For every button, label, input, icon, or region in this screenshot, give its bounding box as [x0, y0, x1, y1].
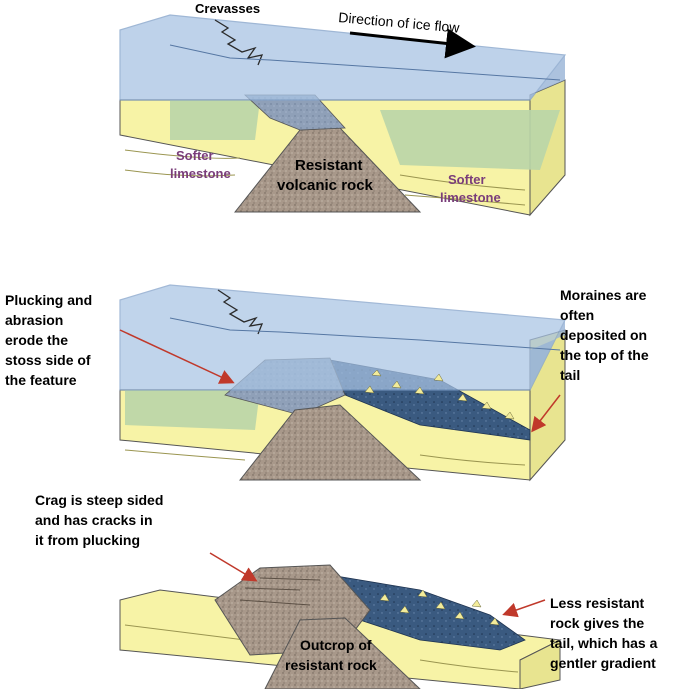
- ice-top: [119, 14, 567, 101]
- outcrop-line-1: Outcrop of: [300, 637, 372, 653]
- panel-1-block: [119, 14, 567, 217]
- crevasses-label: Crevasses: [195, 1, 260, 16]
- tail-panel-3: [329, 574, 526, 651]
- crag-label: Crag is steep sided and has cracks in it…: [35, 492, 163, 548]
- ice-flow-label: Direction of ice flow: [338, 9, 461, 36]
- panel-3-block: [119, 564, 562, 689]
- right-softer-line2: limestone: [440, 190, 501, 205]
- crag-line-3: it from plucking: [35, 532, 140, 548]
- plucking-label: Plucking and abrasion erode the stoss si…: [5, 292, 92, 388]
- plucking-arrow: [119, 329, 235, 384]
- less-resistant-line-3: tail, which has a: [550, 635, 658, 651]
- less-resistant-arrow: [502, 599, 546, 618]
- crag-line-2: and has cracks in: [35, 512, 153, 528]
- less-resistant-line-2: rock gives the: [550, 615, 644, 631]
- moraines-arrow: [531, 394, 561, 433]
- crevasse-zigzag: [214, 19, 264, 66]
- crag-line-1: Crag is steep sided: [35, 492, 163, 508]
- resistant-label-line2: volcanic rock: [277, 177, 374, 194]
- plucking-line-5: the feature: [5, 372, 77, 388]
- moraines-line-3: deposited on: [560, 327, 647, 343]
- plucking-line-2: abrasion: [5, 312, 63, 328]
- moraines-line-2: often: [560, 307, 594, 323]
- ice-flow-arrow: [349, 28, 476, 59]
- moraines-line-1: Moraines are: [560, 287, 647, 303]
- less-resistant-line-4: gentler gradient: [550, 655, 656, 671]
- plucking-line-1: Plucking and: [5, 292, 92, 308]
- crevasse-zigzag-2: [217, 289, 264, 335]
- outcrop: [264, 617, 421, 689]
- moraines-line-4: the top of the: [560, 347, 649, 363]
- moraines-line-5: tail: [560, 367, 580, 383]
- plucking-line-4: stoss side of: [5, 352, 91, 368]
- plucking-line-3: erode the: [5, 332, 68, 348]
- resistant-label-line1: Resistant: [295, 157, 363, 174]
- moraines-label: Moraines are often deposited on the top …: [560, 287, 649, 383]
- less-resistant-label: Less resistant rock gives the tail, whic…: [550, 595, 658, 671]
- right-softer-line1: Softer: [448, 172, 486, 187]
- outcrop-line-2: resistant rock: [285, 657, 377, 673]
- panel-2-block: [119, 284, 566, 482]
- left-softer-line2: limestone: [170, 166, 231, 181]
- less-resistant-line-1: Less resistant: [550, 595, 644, 611]
- left-softer-line1: Softer: [176, 148, 214, 163]
- volcanic-rock-front-2: [238, 404, 422, 481]
- crag-arrow: [209, 552, 258, 582]
